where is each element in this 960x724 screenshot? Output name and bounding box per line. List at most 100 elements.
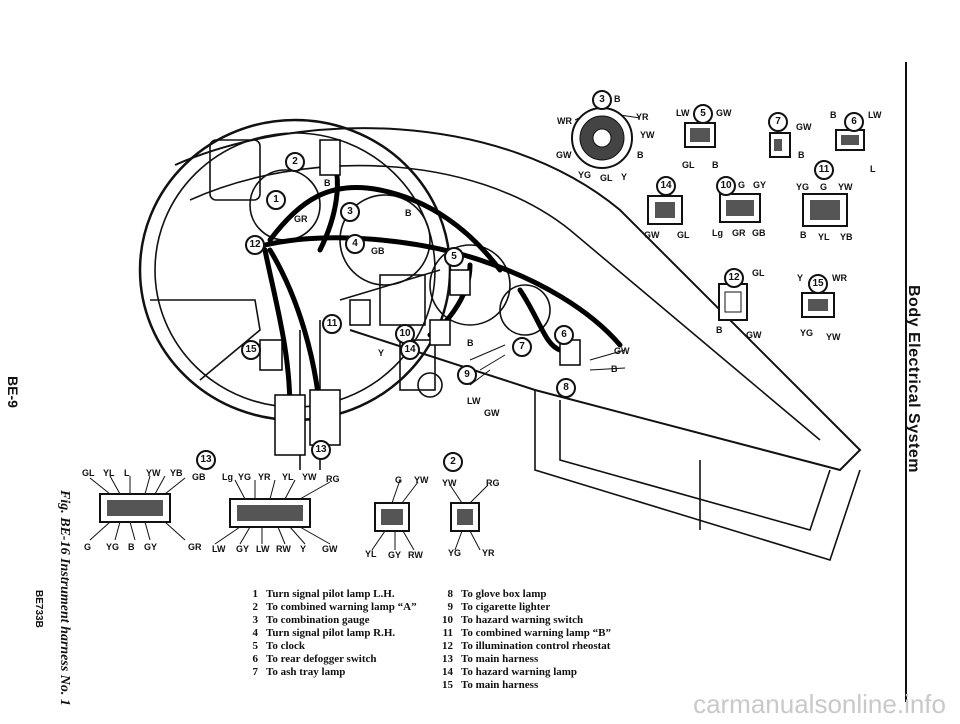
c13-wire-3: L	[124, 468, 130, 478]
legend-text: To combination gauge	[266, 614, 370, 626]
c13b-wire-12: GW	[322, 544, 338, 554]
legend-item: 12 To illumination control rheostat	[435, 640, 611, 653]
legend-text: To illumination control rheostat	[461, 640, 611, 652]
harness-wire-gw-1: GW	[484, 408, 500, 418]
c2b-wire-3: YG	[448, 548, 462, 558]
c7-wire-2: B	[798, 150, 805, 160]
legend-num: 2	[252, 601, 259, 613]
c2-wire-3: YL	[365, 549, 377, 559]
harness-wire-gr: GR	[294, 214, 308, 224]
legend-text: To cigarette lighter	[461, 601, 551, 613]
legend-text: To clock	[266, 640, 306, 652]
legend-text: To hazard warning lamp	[461, 666, 578, 678]
c13-wire-11: GR	[188, 542, 202, 552]
legend-item: 5 To clock	[240, 640, 417, 653]
harness-wire-b-4: B	[611, 364, 618, 374]
legend-num: 12	[442, 640, 453, 652]
legend-text: To combined warning lamp “B”	[461, 627, 611, 639]
c13-wire-7: G	[84, 542, 92, 552]
c13b-wire-10: RW	[276, 544, 291, 554]
callout-10: 10	[716, 176, 736, 196]
c3-wire-5: GW	[556, 150, 572, 160]
c13b-wire-11: Y	[300, 544, 307, 554]
harness-callout-5: 5	[444, 247, 464, 267]
c2b-wire-4: YR	[482, 548, 495, 558]
figure-code: BE733B	[33, 590, 44, 628]
c5-wire-4: B	[712, 160, 719, 170]
legend-item: 14 To hazard warning lamp	[435, 666, 611, 679]
callout-3: 3	[592, 90, 612, 110]
c3-wire-2: WR	[557, 116, 572, 126]
c15-wire-2: WR	[832, 273, 847, 283]
legend-num: 15	[442, 679, 453, 691]
c3-wire-4: YW	[640, 130, 655, 140]
connector-13-a	[99, 493, 171, 523]
harness-callout-2: 2	[285, 152, 305, 172]
legend-text: To main harness	[461, 679, 539, 691]
c3-wire-7: YG	[578, 170, 592, 180]
callout-5: 5	[693, 104, 713, 124]
c13b-wire-4: YL	[282, 472, 294, 482]
c5-wire-3: GL	[682, 160, 695, 170]
c11-wire-4: B	[800, 230, 807, 240]
harness-callout-12: 12	[245, 235, 265, 255]
harness-callout-15: 15	[241, 340, 261, 360]
legend-text: To rear defogger switch	[266, 653, 377, 665]
c2-wire-1: G	[395, 475, 403, 485]
callout-13-bottom: 13	[196, 450, 216, 470]
c15-wire-3: YG	[800, 328, 814, 338]
legend-text: Turn signal pilot lamp R.H.	[266, 627, 396, 639]
legend-num: 5	[252, 640, 259, 652]
c3-wire-9: Y	[621, 172, 628, 182]
c3-wire-3: YR	[636, 112, 649, 122]
legend-item: 9 To cigarette lighter	[435, 601, 611, 614]
connector-14	[647, 195, 683, 225]
c6-wire-2: LW	[868, 110, 882, 120]
connector-5	[684, 122, 716, 148]
section-title: Body Electrical System	[905, 285, 922, 473]
connector-2-a	[374, 502, 410, 532]
watermark: carmanualsonline.info	[693, 689, 946, 719]
harness-wire-b-3: B	[467, 338, 474, 348]
page-number: BE-9	[5, 376, 21, 408]
legend-num: 14	[442, 666, 453, 678]
c13b-wire-6: RG	[326, 474, 340, 484]
callout-11: 11	[814, 160, 834, 180]
c13-wire-10: GY	[144, 542, 158, 552]
legend-num: 9	[447, 601, 454, 613]
callout-2-bottom: 2	[443, 452, 463, 472]
c10-wire-2: GY	[753, 180, 767, 190]
c2-wire-2: YW	[414, 475, 429, 485]
c11-wire-3: YW	[838, 182, 853, 192]
c10-wire-1: G	[738, 180, 746, 190]
connector-11	[802, 193, 848, 227]
legend-text: To hazard warning switch	[461, 614, 584, 626]
c3-wire-6: B	[637, 150, 644, 160]
connector-7	[769, 132, 791, 158]
harness-wire-lw: LW	[467, 396, 481, 406]
c2-wire-4: GY	[388, 550, 402, 560]
legend-item: 1 Turn signal pilot lamp L.H.	[240, 588, 417, 601]
legend-num: 10	[442, 614, 453, 626]
callout-15-right: 15	[808, 274, 828, 294]
callout-6: 6	[844, 112, 864, 132]
c14-wire-2: GL	[677, 230, 690, 240]
c12-wire-1: GL	[752, 268, 765, 278]
harness-callout-9: 9	[457, 365, 477, 385]
c13-wire-2: YL	[103, 468, 115, 478]
c3-wire-1: B	[614, 94, 621, 104]
callout-14: 14	[656, 176, 676, 196]
legend-num: 1	[252, 588, 259, 600]
harness-callout-8: 8	[556, 378, 576, 398]
c6-wire-3: L	[870, 164, 876, 174]
legend-text: Turn signal pilot lamp L.H.	[266, 588, 395, 600]
c11-wire-2: G	[820, 182, 828, 192]
